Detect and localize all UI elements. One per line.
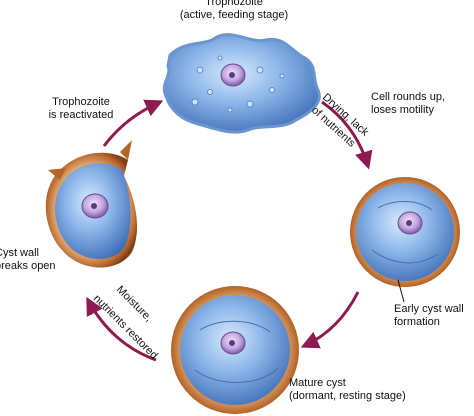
rounds-up-line-2: loses motility xyxy=(371,104,434,116)
mature-cyst-cell xyxy=(171,286,299,414)
reactivated-line-1: Trophozoite xyxy=(52,96,110,108)
reactivated-label: Trophozoite is reactivated xyxy=(36,96,126,122)
mature-cyst-line-1: Mature cyst xyxy=(289,377,346,389)
cyst-wall-line-1: Cyst wall xyxy=(0,247,40,259)
rounds-up-line-1: Cell rounds up, xyxy=(371,91,445,103)
arrow-reactivated xyxy=(102,99,164,147)
cyst-wall-breaks-label: Cyst wall breaks open xyxy=(0,247,56,273)
early-cyst-line-1: Early cyst wall xyxy=(394,303,464,315)
early-cyst-cell xyxy=(350,177,460,287)
hatching-cyst-cell xyxy=(45,140,138,268)
trophozoite-cell xyxy=(162,33,321,134)
arrow-drying xyxy=(321,100,373,170)
mature-cyst-line-2: (dormant, resting stage) xyxy=(289,390,406,402)
arrow-early-to-mature xyxy=(300,291,360,349)
trophozoite-subtitle: (active, feeding stage) xyxy=(179,9,289,21)
early-cyst-label: Early cyst wall formation xyxy=(394,303,464,329)
early-cyst-line-2: formation xyxy=(394,316,440,328)
trophozoite-title: Trophozoite xyxy=(205,0,263,8)
cyst-wall-line-2: breaks open xyxy=(0,260,56,272)
rounds-up-label: Cell rounds up, loses motility xyxy=(371,91,445,117)
trophozoite-label: Trophozoite (active, feeding stage) xyxy=(164,0,304,22)
mature-cyst-label: Mature cyst (dormant, resting stage) xyxy=(289,377,406,403)
reactivated-line-2: is reactivated xyxy=(48,109,114,121)
arrow-moisture xyxy=(86,296,157,362)
early-cyst-pointer xyxy=(397,279,405,303)
